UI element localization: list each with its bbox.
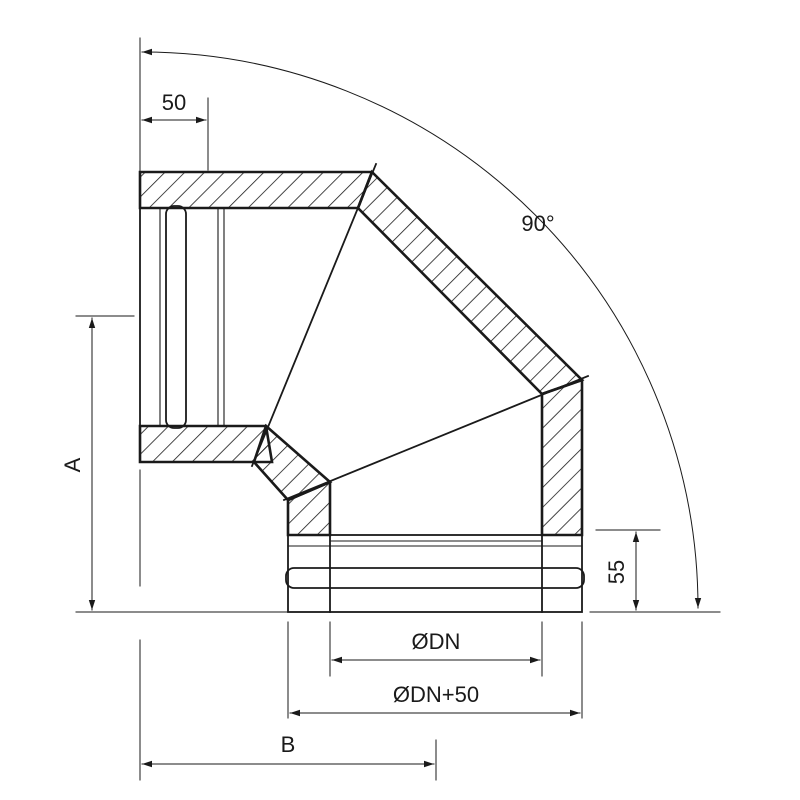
dim-b-label: B bbox=[281, 732, 296, 757]
right-wall-hatch bbox=[540, 378, 584, 537]
lower-wall-hatch bbox=[138, 424, 274, 464]
diagonal-wall-hatch bbox=[356, 169, 585, 396]
left-socket-bead bbox=[165, 205, 187, 429]
dim-50-label: 50 bbox=[162, 90, 186, 115]
dim-a-label: A bbox=[60, 457, 85, 472]
dim-55-label: 55 bbox=[604, 560, 629, 584]
dim-90-label: 90° bbox=[521, 211, 554, 236]
top-wall-hatch bbox=[138, 170, 374, 210]
dimensions: 50 90° A 55 ØDN ØDN+50 B bbox=[60, 37, 721, 781]
dim-90-arc bbox=[141, 48, 702, 609]
dim-dn-label: ØDN bbox=[412, 629, 461, 654]
dim-dn50-label: ØDN+50 bbox=[393, 682, 479, 707]
